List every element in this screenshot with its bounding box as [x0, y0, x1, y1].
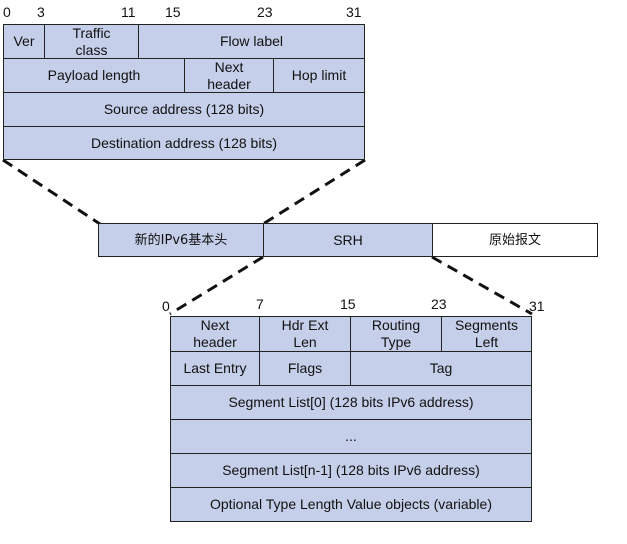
srh-field-tag: Tag	[350, 351, 532, 386]
srh-field-routing-type: Routing Type	[350, 316, 442, 352]
srh-field-ellipsis: ...	[170, 419, 532, 454]
bit-label-11: 11	[121, 4, 136, 20]
srh-field-last-entry: Last Entry	[170, 351, 260, 386]
field-next-header: Next header	[184, 58, 274, 93]
dashed-connector-left-bottom	[169, 255, 264, 316]
field-hop-limit: Hop limit	[273, 58, 365, 93]
srh-field-optional-tlv: Optional Type Length Value objects (vari…	[170, 487, 532, 522]
srh-bit-label-7: 7	[256, 296, 264, 312]
packet-original: 原始报文	[432, 223, 598, 257]
field-payload-length: Payload length	[3, 58, 185, 93]
field-source-address: Source address (128 bits)	[3, 92, 365, 127]
field-destination-address: Destination address (128 bits)	[3, 126, 365, 160]
bit-label-0: 0	[3, 4, 11, 20]
srh-field-flags: Flags	[259, 351, 351, 386]
dashed-connector-right-top	[262, 158, 366, 226]
srh-bit-label-0: 0	[162, 298, 170, 314]
bit-label-15: 15	[165, 4, 181, 20]
srh-bit-label-31: 31	[529, 298, 545, 314]
bit-label-23: 23	[257, 4, 273, 20]
dashed-connector-left-top	[2, 158, 101, 226]
field-traffic-class: Traffic class	[44, 24, 139, 59]
packet-srh: SRH	[263, 223, 433, 257]
dashed-connector-right-bottom	[431, 255, 533, 316]
packet-new-ipv6-header: 新的IPv6基本头	[98, 223, 264, 257]
srh-field-next-header: Next header	[170, 316, 260, 352]
srh-field-segment-list-0: Segment List[0] (128 bits IPv6 address)	[170, 385, 532, 420]
field-ver: Ver	[3, 24, 45, 59]
srh-field-segments-left: Segments Left	[441, 316, 532, 352]
field-flow-label: Flow label	[138, 24, 365, 59]
srh-bit-label-15: 15	[340, 296, 356, 312]
srh-field-segment-list-n1: Segment List[n-1] (128 bits IPv6 address…	[170, 453, 532, 488]
bit-label-31: 31	[346, 4, 362, 20]
srh-field-hdr-ext-len: Hdr Ext Len	[259, 316, 351, 352]
bit-label-3: 3	[37, 4, 45, 20]
srh-bit-label-23: 23	[431, 296, 447, 312]
